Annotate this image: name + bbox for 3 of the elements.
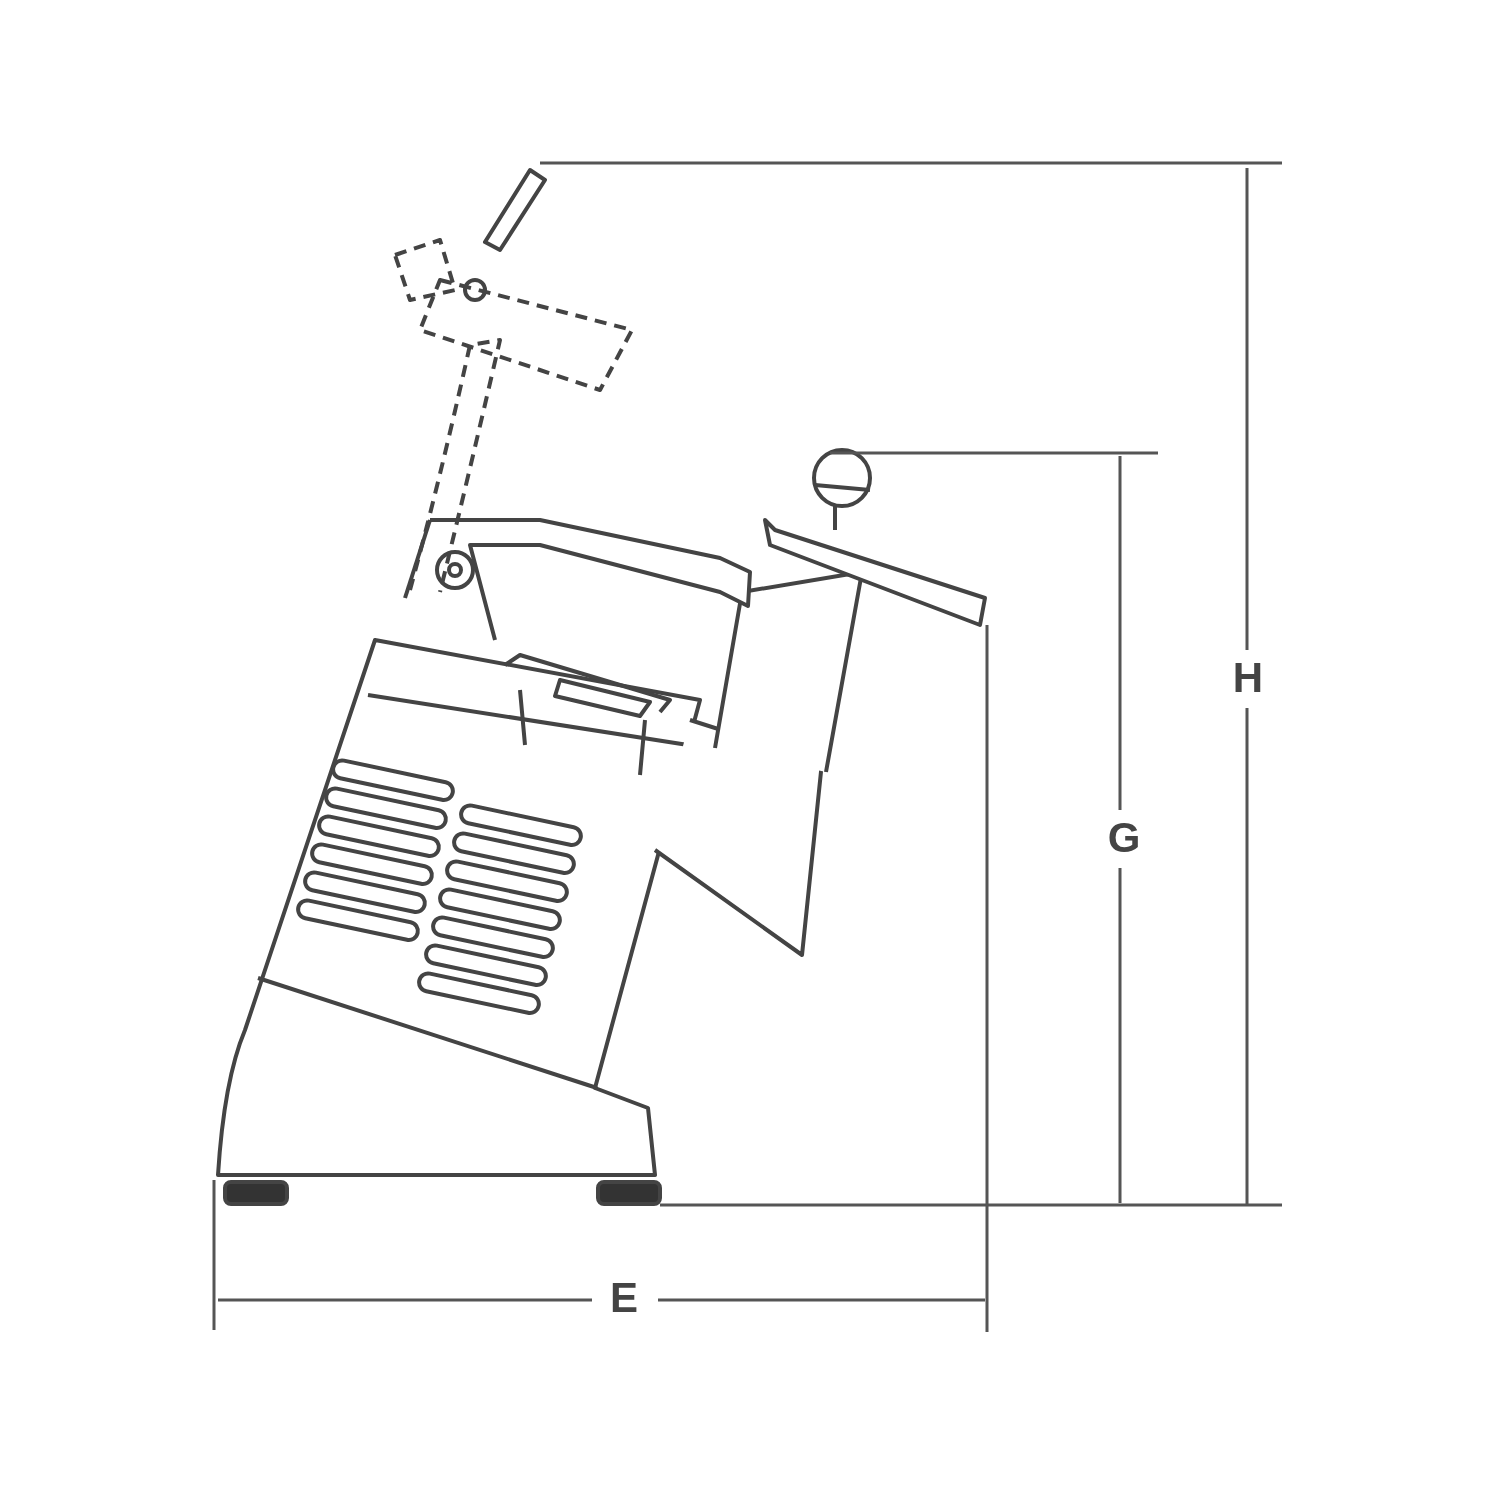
dimension-label: G bbox=[1107, 817, 1141, 859]
dimension-label: H bbox=[1232, 657, 1264, 699]
dimension-label: E bbox=[610, 1277, 638, 1319]
